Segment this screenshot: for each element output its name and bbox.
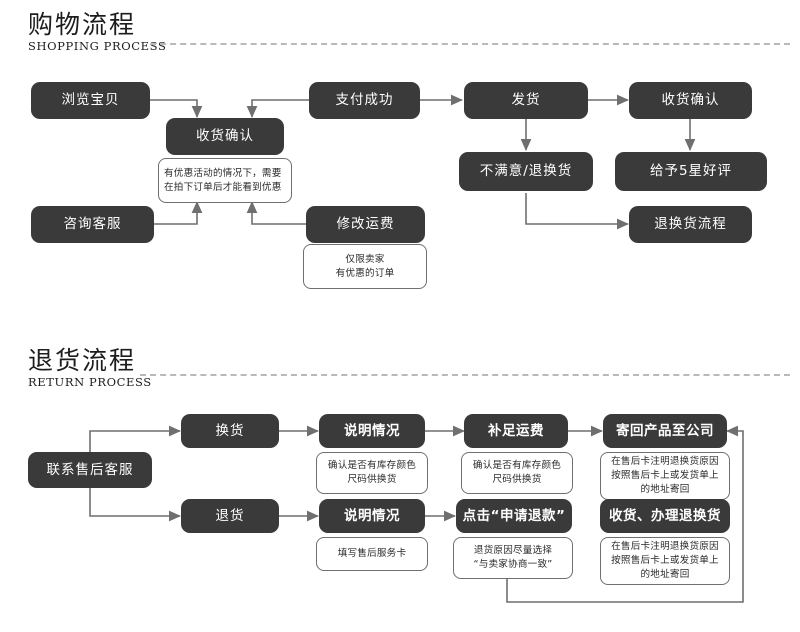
- note-receive-line2: 按照售后卡上或发货单上: [611, 555, 719, 567]
- note-refund-reason-line1: 退货原因尽量选择: [473, 545, 553, 557]
- note-send-back-line1: 在售后卡注明退换货原因: [611, 456, 719, 468]
- note-send-back: 在售后卡注明退换货原因 按照售后卡上或发货单上 的地址寄回: [600, 452, 730, 500]
- node-ship[interactable]: 发货: [464, 82, 588, 119]
- note-receive-process: 在售后卡注明退换货原因 按照售后卡上或发货单上 的地址寄回: [600, 537, 730, 585]
- node-dissatisfied[interactable]: 不满意/退换货: [459, 152, 593, 191]
- section-rule-return: [140, 374, 790, 376]
- section-rule-shopping: [150, 43, 790, 45]
- note-seller-only-line2: 有优惠的订单: [335, 267, 395, 279]
- node-contact-after-sales[interactable]: 联系售后客服: [28, 452, 152, 488]
- node-click-refund[interactable]: 点击“申请退款”: [456, 499, 572, 533]
- section-header-return: 退货流程 RETURN PROCESS: [28, 346, 152, 390]
- node-pay-success[interactable]: 支付成功: [309, 82, 420, 119]
- note-send-back-line3: 的地址寄回: [640, 483, 690, 495]
- note-receive-line3: 的地址寄回: [640, 568, 690, 580]
- note-stock-check-2-line1: 确认是否有库存颜色: [472, 460, 562, 472]
- section-title-shopping-en: SHOPPING PROCESS: [28, 39, 167, 54]
- node-modify-freight[interactable]: 修改运费: [306, 206, 425, 243]
- section-title-return-cn: 退货流程: [28, 346, 137, 375]
- node-five-star[interactable]: 给予5星好评: [615, 152, 767, 191]
- note-discount: 有优惠活动的情况下，需要在拍下订单后才能看到优惠: [158, 158, 292, 203]
- section-title-return-en: RETURN PROCESS: [28, 375, 152, 390]
- note-refund-reason-line2: “与卖家协商一致”: [473, 559, 553, 570]
- node-confirm-receipt-2[interactable]: 收货确认: [629, 82, 752, 119]
- note-stock-check-1-line1: 确认是否有库存颜色: [327, 460, 417, 472]
- node-send-back[interactable]: 寄回产品至公司: [603, 414, 727, 448]
- section-title-shopping-cn: 购物流程: [28, 10, 137, 39]
- node-receive-process[interactable]: 收货、办理退换货: [600, 499, 730, 533]
- node-contact-service[interactable]: 咨询客服: [31, 206, 154, 243]
- node-explain-2[interactable]: 说明情况: [319, 499, 425, 533]
- note-seller-only-line1: 仅限卖家: [345, 253, 385, 265]
- note-refund-reason: 退货原因尽量选择 “与卖家协商一致”: [453, 537, 573, 579]
- note-discount-text: 有优惠活动的情况下，需要在拍下订单后才能看到优惠: [164, 167, 282, 193]
- note-seller-only: 仅限卖家 有优惠的订单: [303, 244, 427, 289]
- note-receive-line1: 在售后卡注明退换货原因: [611, 541, 719, 553]
- note-send-back-line2: 按照售后卡上或发货单上: [611, 470, 719, 482]
- note-fill-card-text: 填写售后服务卡: [337, 548, 407, 560]
- node-extra-freight[interactable]: 补足运费: [464, 414, 568, 448]
- note-stock-check-1-line2: 尺码供换货: [347, 474, 397, 485]
- node-explain-1[interactable]: 说明情况: [319, 414, 425, 448]
- section-header-shopping: 购物流程 SHOPPING PROCESS: [28, 10, 167, 54]
- node-refund[interactable]: 退货: [181, 499, 279, 533]
- note-stock-check-2: 确认是否有库存颜色 尺码供换货: [461, 452, 573, 494]
- node-confirm-receipt-1[interactable]: 收货确认: [166, 118, 284, 155]
- note-stock-check-1: 确认是否有库存颜色 尺码供换货: [316, 452, 428, 494]
- note-stock-check-2-line2: 尺码供换货: [492, 474, 542, 485]
- node-browse[interactable]: 浏览宝贝: [31, 82, 150, 119]
- note-fill-card: 填写售后服务卡: [316, 537, 428, 571]
- node-exchange[interactable]: 换货: [181, 414, 279, 448]
- node-return-flow[interactable]: 退换货流程: [629, 206, 752, 243]
